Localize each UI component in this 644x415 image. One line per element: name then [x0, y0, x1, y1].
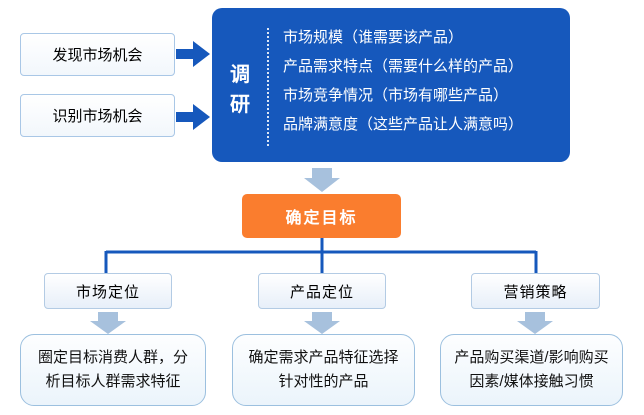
arrow-right-icon	[176, 41, 210, 67]
node-set-goal: 确定目标	[242, 194, 401, 238]
arrow-down-shape	[90, 312, 126, 334]
detail-line: 圈定目标消费人群，分	[37, 349, 188, 366]
detail-line: 产品购买渠道/影响购买	[454, 349, 609, 366]
detail-line: 确定需求产品特征选择	[248, 349, 399, 366]
node-discover-opportunity: 发现市场机会	[20, 33, 175, 76]
node-product-positioning-label: 产品定位	[289, 283, 354, 301]
detail-line: 因素/媒体接触习惯	[469, 373, 594, 390]
node-identify-opportunity-label: 识别市场机会	[52, 108, 143, 125]
node-product-positioning: 产品定位	[258, 273, 386, 309]
research-title-char: 调	[230, 64, 250, 86]
node-marketing-strategy-label: 营销策略	[503, 283, 568, 301]
node-marketing-strategy: 营销策略	[471, 273, 600, 309]
arrow-down-shape	[517, 312, 553, 334]
detail-marketing-strategy: 产品购买渠道/影响购买 因素/媒体接触习惯	[440, 334, 623, 406]
arrow-down-icon	[304, 312, 340, 334]
detail-market-positioning: 圈定目标消费人群，分 析目标人群需求特征	[20, 334, 206, 406]
node-market-positioning-label: 市场定位	[75, 283, 140, 301]
research-item: 品牌满意度（这些产品让人满意吗）	[283, 116, 524, 133]
arrow-down-icon	[304, 168, 340, 192]
node-research: 调 研 市场规模（谁需要该产品） 产品需求特点（需要什么样的产品） 市场竞争情况…	[212, 8, 570, 162]
research-item: 市场规模（谁需要该产品）	[283, 29, 464, 46]
node-identify-opportunity: 识别市场机会	[20, 94, 175, 137]
research-item: 市场竞争情况（市场有哪些产品）	[283, 87, 509, 104]
research-title-char: 研	[230, 94, 250, 116]
arrow-down-icon	[90, 312, 126, 334]
connector-path	[104, 237, 538, 274]
arrow-right-shape	[176, 41, 210, 67]
research-item: 产品需求特点（需要什么样的产品）	[283, 58, 524, 75]
research-item-list: 市场规模（谁需要该产品） 产品需求特点（需要什么样的产品） 市场竞争情况（市场有…	[283, 23, 562, 139]
detail-line: 析目标人群需求特征	[45, 373, 181, 390]
arrow-right-icon	[176, 104, 210, 130]
node-market-positioning: 市场定位	[44, 273, 172, 309]
node-set-goal-label: 确定目标	[285, 210, 358, 227]
dotted-divider	[267, 28, 269, 146]
arrow-right-shape	[176, 104, 210, 130]
arrow-down-shape	[304, 168, 340, 192]
detail-line: 针对性的产品	[278, 373, 369, 390]
arrow-down-shape	[304, 312, 340, 334]
node-discover-opportunity-label: 发现市场机会	[52, 47, 143, 64]
detail-product-positioning: 确定需求产品特征选择 针对性的产品	[232, 334, 415, 406]
research-title: 调 研	[212, 60, 268, 120]
arrow-down-icon	[517, 312, 553, 334]
